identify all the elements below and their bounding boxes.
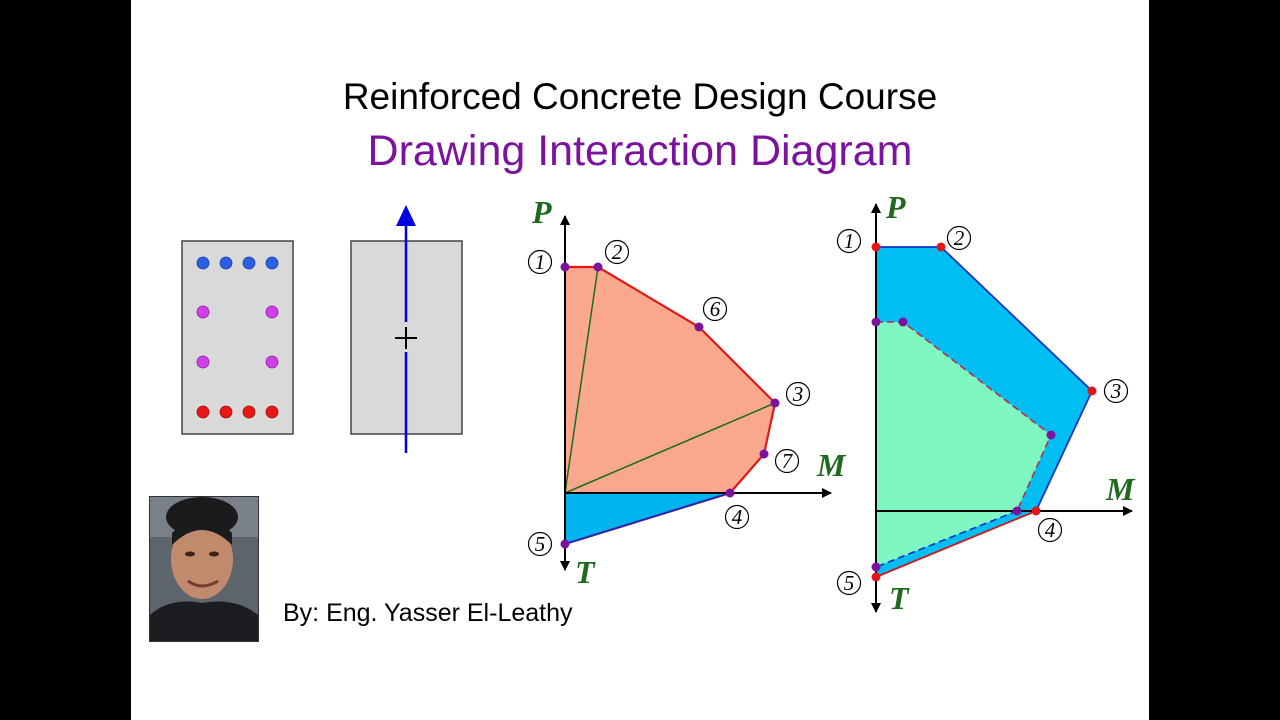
diagram2-point bbox=[871, 562, 881, 572]
diagram2-label-2: 2 bbox=[954, 226, 965, 250]
diagram2-point bbox=[936, 242, 946, 252]
lecture-title: Drawing Interaction Diagram bbox=[367, 127, 913, 175]
rebar bbox=[219, 405, 233, 419]
rebar bbox=[265, 256, 279, 270]
diagram2-point bbox=[871, 242, 881, 252]
diagram2-label-ring bbox=[946, 225, 972, 251]
top-bars bbox=[196, 256, 279, 270]
diagram2-point bbox=[1046, 430, 1056, 440]
diagram1-t-label: T bbox=[575, 554, 596, 590]
bottom-bars bbox=[196, 405, 279, 419]
person-icon bbox=[150, 497, 258, 641]
interaction-diagram-1: P M T 1 2 6 3 7 bbox=[527, 194, 847, 590]
diagram1-point-labels: 1 2 6 3 7 4 5 bbox=[527, 239, 811, 557]
diagram2-point bbox=[1031, 506, 1041, 516]
diagram2-t-label: T bbox=[889, 580, 910, 616]
diagram1-label-ring bbox=[527, 249, 553, 275]
diagram2-design-outline-upper bbox=[876, 321, 1052, 512]
diagram1-compression-region bbox=[565, 267, 775, 493]
rebar bbox=[242, 256, 256, 270]
diagram1-point bbox=[560, 262, 570, 272]
diagram1-label-ring bbox=[774, 448, 800, 474]
diagram2-label-ring bbox=[1103, 378, 1129, 404]
interaction-diagram-2: P M T 1 2 bbox=[836, 189, 1136, 616]
diagram2-label-5: 5 bbox=[844, 571, 855, 595]
diagram1-label-6: 6 bbox=[710, 297, 721, 321]
diagram1-p-label: P bbox=[531, 194, 552, 230]
rebar bbox=[242, 405, 256, 419]
load-arrow-head bbox=[396, 205, 416, 226]
diagram1-tension-edge bbox=[564, 492, 731, 545]
diagram1-label-ring bbox=[724, 504, 750, 530]
diagram2-label-ring bbox=[836, 570, 862, 596]
diagram1-label-ring bbox=[785, 381, 811, 407]
rebar bbox=[265, 355, 279, 369]
rebar bbox=[196, 405, 210, 419]
diagram2-point bbox=[1012, 506, 1022, 516]
diagram1-label-ring bbox=[527, 531, 553, 557]
section-outline bbox=[181, 240, 294, 435]
diagram2-label-4: 4 bbox=[1045, 518, 1056, 542]
rebar bbox=[265, 405, 279, 419]
side-bars bbox=[196, 305, 279, 369]
diagram2-nominal-outline-lower bbox=[875, 510, 1037, 578]
column-section bbox=[181, 240, 294, 435]
diagram1-point bbox=[593, 262, 603, 272]
diagram2-point-labels: 1 2 3 4 5 bbox=[836, 225, 1129, 596]
diagram1-label-2: 2 bbox=[612, 240, 623, 264]
diagram1-point bbox=[725, 488, 735, 498]
diagram1-label-ring bbox=[702, 296, 728, 322]
diagram1-label-4: 4 bbox=[732, 505, 743, 529]
diagram1-label-5: 5 bbox=[535, 532, 546, 556]
diagram2-m-label: M bbox=[1105, 471, 1136, 507]
diagram-canvas: P M T 1 2 6 3 7 bbox=[181, 189, 1136, 616]
diagram2-point bbox=[898, 317, 908, 327]
diagram2-label-ring bbox=[836, 228, 862, 254]
diagram1-label-3: 3 bbox=[792, 382, 804, 406]
diagram2-label-ring bbox=[1037, 517, 1063, 543]
load-section bbox=[350, 205, 463, 453]
rebar bbox=[219, 256, 233, 270]
diagram1-m-label: M bbox=[816, 447, 847, 483]
diagram2-nominal-outline-upper bbox=[876, 246, 1094, 512]
diagram1-points bbox=[560, 262, 780, 549]
diagram1-point bbox=[560, 539, 570, 549]
diagram2-design-outline-lower bbox=[875, 510, 1018, 568]
presenter-photo bbox=[149, 496, 259, 642]
rebar bbox=[265, 305, 279, 319]
diagram1-ray-3 bbox=[564, 402, 776, 494]
diagram2-label-1: 1 bbox=[844, 229, 855, 253]
rebar bbox=[196, 256, 210, 270]
rebar bbox=[196, 355, 210, 369]
diagram2-p-label: P bbox=[885, 189, 906, 225]
author-credit: By: Eng. Yasser El-Leathy bbox=[283, 599, 573, 627]
diagram1-label-1: 1 bbox=[535, 250, 546, 274]
diagram1-label-7: 7 bbox=[782, 449, 794, 473]
diagram2-nominal-points bbox=[871, 242, 1097, 582]
diagram2-point bbox=[871, 317, 881, 327]
rebar bbox=[196, 305, 210, 319]
diagram1-ray-2 bbox=[564, 266, 599, 494]
diagram2-design-region bbox=[876, 322, 1051, 567]
diagram2-design-points bbox=[871, 317, 1056, 572]
diagram2-point bbox=[871, 572, 881, 582]
diagram1-point bbox=[759, 449, 769, 459]
diagram2-point bbox=[1087, 386, 1097, 396]
slide: Reinforced Concrete Design Course Drawin… bbox=[131, 0, 1149, 720]
course-title: Reinforced Concrete Design Course bbox=[342, 76, 938, 117]
diagram1-label-ring bbox=[604, 239, 630, 265]
diagram1-point bbox=[770, 398, 780, 408]
diagram2-label-3: 3 bbox=[1110, 379, 1122, 403]
diagram1-point bbox=[694, 322, 704, 332]
